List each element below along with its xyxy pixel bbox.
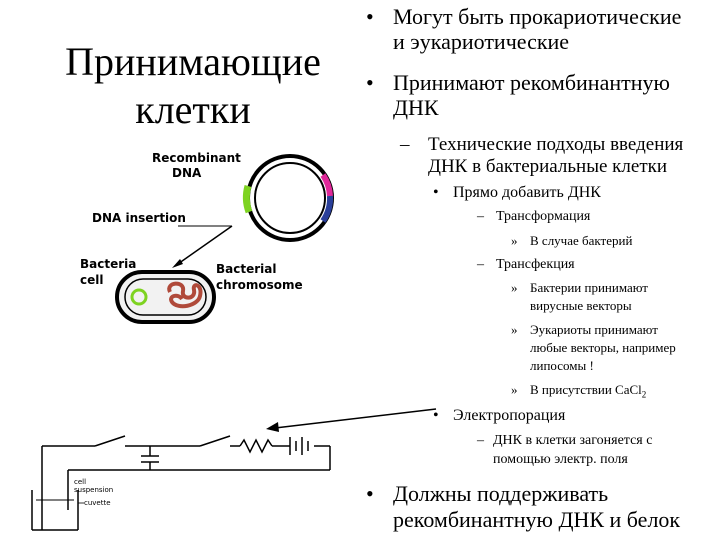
recombinant-label-1: Recombinant (152, 151, 241, 165)
item-transfection: Трансфекция (496, 257, 575, 272)
cacl-prefix: В присутствии CaCl (530, 382, 642, 397)
bullet-1-line-1: Могут быть прокариотические (393, 4, 682, 29)
cacl-subscript: 2 (641, 389, 647, 400)
sub-bullet-approaches-line-1: Технические подходы введения (428, 134, 684, 155)
bacteria-label-2: cell (80, 273, 103, 287)
dash-marker: – (400, 134, 410, 155)
bullet-marker: • (433, 407, 439, 424)
dash-marker: – (477, 209, 484, 224)
resistor-icon (239, 438, 273, 454)
item-direct-add: Прямо добавить ДНК (453, 184, 601, 201)
item-cacl2: В присутствии CaCl2 (530, 382, 646, 403)
bullet-3-line-2: рекомбинантную ДНК и белок (393, 507, 681, 532)
item-bact-accept-1: Бактерии принимают (530, 280, 648, 295)
insertion-arrow (174, 225, 233, 267)
item-bacteria-case: В случае бактерий (530, 233, 633, 248)
bullet-marker: • (366, 481, 374, 506)
item-electroporation: Электропорация (453, 407, 566, 424)
cuvette-label: cuvette (84, 499, 111, 507)
item-euk-3: липосомы ! (530, 358, 594, 373)
item-electro-desc-2: помощью электр. поля (493, 452, 628, 467)
item-euk-1: Эукариоты принимают (530, 322, 658, 337)
chromosome-label-1: Bacterial (216, 262, 276, 276)
bullet-marker: • (366, 4, 374, 29)
electroporation-arrow (274, 408, 437, 429)
recombinant-plasmid (242, 154, 334, 242)
item-euk-2: любые векторы, например (530, 340, 676, 355)
slide-title: Принимающие клетки (28, 38, 358, 134)
bullet-2-line-2: ДНК (393, 95, 439, 120)
raquo-marker: » (511, 280, 518, 295)
title-line-2: клетки (135, 87, 251, 132)
bacterial-chromosome (167, 281, 203, 309)
raquo-marker: » (511, 233, 518, 248)
bacteria-cell (115, 270, 216, 324)
item-transformation: Трансформация (496, 209, 591, 224)
bullet-3-line-1: Должны поддерживать (393, 481, 609, 506)
title-line-1: Принимающие (65, 39, 321, 84)
bullet-2-line-1: Принимают рекомбинантную (393, 70, 670, 95)
bacteria-label-1: Bacteria (80, 257, 136, 271)
cell-suspension-label-1: cell (74, 478, 86, 486)
dash-marker: – (477, 257, 484, 272)
bullet-marker: • (366, 70, 374, 95)
recombinant-label-2: DNA (172, 166, 202, 180)
dash-marker: – (477, 433, 484, 448)
raquo-marker: » (511, 382, 518, 397)
item-bact-accept-2: вирусные векторы (530, 298, 632, 313)
chromosome-label-2: chromosome (216, 278, 303, 292)
electroporation-circuit (31, 435, 331, 531)
bullet-1-line-2: и эукариотические (393, 29, 570, 54)
dna-insertion-label: DNA insertion (92, 211, 186, 225)
raquo-marker: » (511, 322, 518, 337)
bullet-marker: • (433, 184, 439, 201)
cell-suspension-label-2: suspension (74, 486, 113, 494)
sub-bullet-approaches-line-2: ДНК в бактериальные клетки (428, 156, 668, 177)
item-electro-desc-1: ДНК в клетки загоняется с (493, 433, 653, 448)
